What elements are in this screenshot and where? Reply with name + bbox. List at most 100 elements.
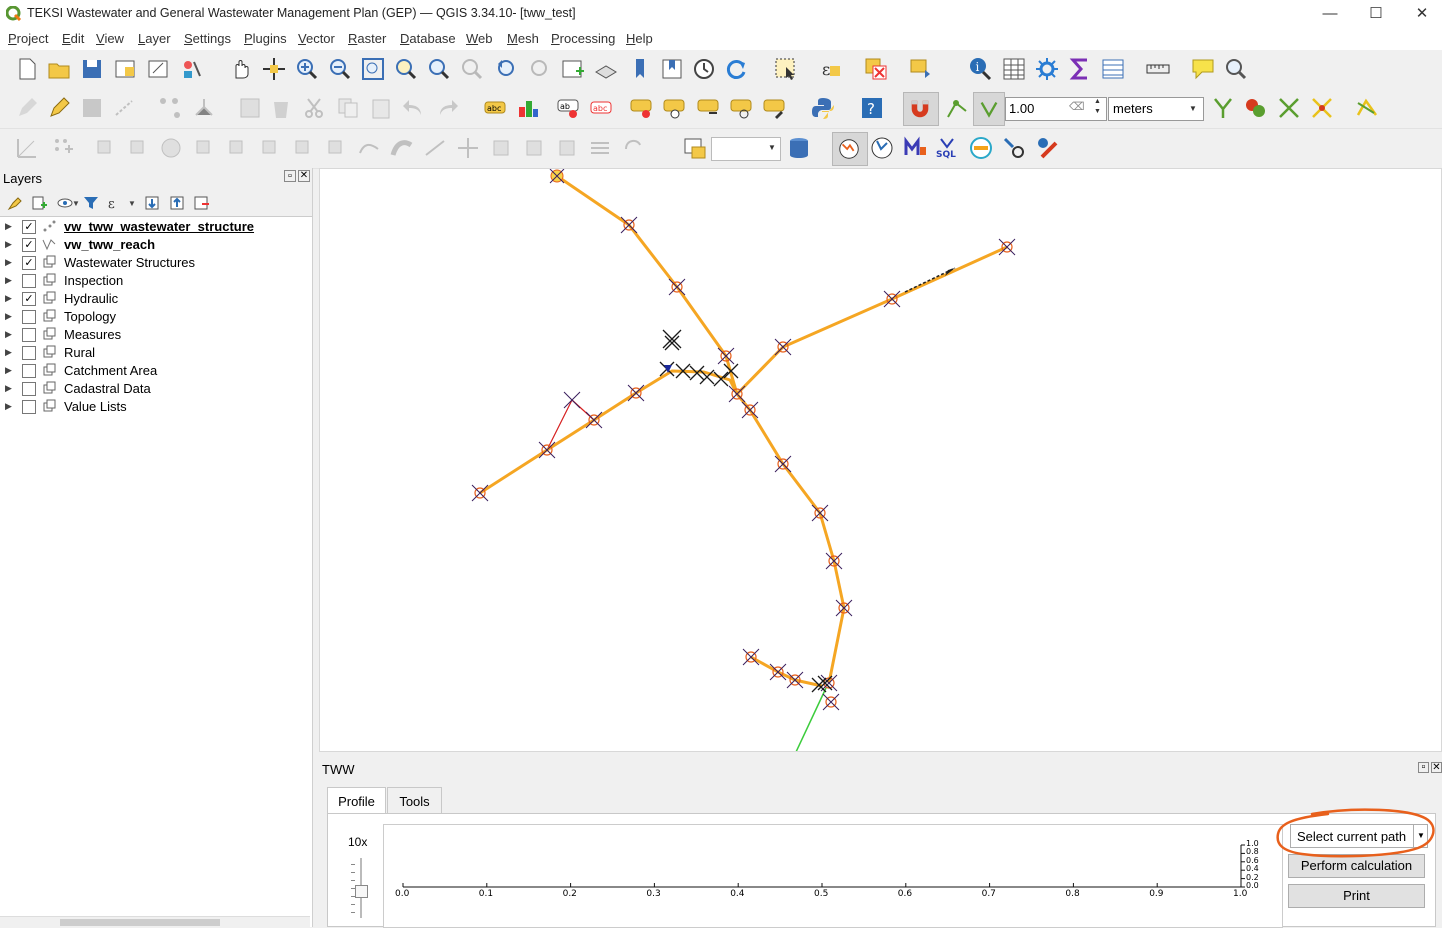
menu-plugins[interactable]: Plugins [244,31,287,46]
expand-arrow-icon[interactable]: ▶ [5,221,12,231]
group-visibility-checkbox[interactable]: ✓ [22,292,36,306]
menu-mesh[interactable]: Mesh [507,31,539,46]
open-attribute-table-icon[interactable] [1001,56,1027,82]
group-visibility-checkbox[interactable] [22,400,36,414]
scrollbar-thumb[interactable] [60,919,220,926]
show-bookmarks-icon[interactable] [659,56,685,82]
manhole-symbols[interactable] [474,219,1013,708]
temporal-controller-icon[interactable] [691,56,717,82]
layer-group-row[interactable]: ▶ Value Lists [0,398,312,416]
reverse-line-icon[interactable] [620,135,646,161]
split-parts-icon[interactable] [455,135,481,161]
rotate-point-symbols-icon[interactable] [554,135,580,161]
expand-arrow-icon[interactable]: ▶ [5,401,12,411]
reshape-features-icon[interactable] [356,135,382,161]
map-canvas[interactable] [319,168,1442,752]
diagram-options-icon[interactable] [515,95,541,121]
modify-attributes-icon[interactable] [192,95,218,121]
vertex-tool-icon[interactable] [157,95,183,121]
show-table-icon[interactable] [1100,56,1126,82]
label-toolbar-icon[interactable]: abc [482,95,508,121]
identify-features-icon[interactable]: i [967,56,993,82]
style-panel-icon[interactable] [6,194,24,212]
undo-icon[interactable] [401,95,427,121]
upstream-tool-icon[interactable] [902,135,928,161]
profile-tool-toggle[interactable] [832,132,868,166]
expand-arrow-icon[interactable]: ▶ [5,365,12,375]
locator-search-icon[interactable] [1223,56,1249,82]
pin-labels-icon[interactable]: ab [555,95,581,121]
merge-attributes-icon[interactable] [521,135,547,161]
add-feature-icon[interactable] [112,95,138,121]
highlight-pinned-labels-icon[interactable]: abc [588,95,614,121]
zoom-last-icon[interactable] [494,56,520,82]
snap-intersection-icon[interactable] [1242,95,1268,121]
fill-ring-icon[interactable] [257,135,283,161]
delete-selected-icon[interactable] [268,95,294,121]
layer-group-row[interactable]: ▶ ✓ Hydraulic [0,290,312,308]
split-features-icon[interactable] [422,135,448,161]
filter-expression-icon[interactable]: ε [106,194,124,212]
group-visibility-checkbox[interactable] [22,382,36,396]
scale-features-icon[interactable] [125,135,151,161]
save-edits-icon[interactable] [79,95,105,121]
new-map-view-icon[interactable] [560,56,586,82]
filter-legend-icon[interactable] [82,194,100,212]
layer-combo[interactable]: ▼ [711,137,781,161]
close-panel-icon[interactable]: ✕ [1431,762,1442,773]
zoom-in-icon[interactable] [294,56,320,82]
layer-group-row[interactable]: ▶ Inspection [0,272,312,290]
processing-toolbox-icon[interactable] [1034,56,1060,82]
statistical-summary-icon[interactable] [1067,56,1093,82]
print-button[interactable]: Print [1288,884,1425,908]
menu-database[interactable]: Database [400,31,456,46]
menu-project[interactable]: Project [8,31,49,46]
snap-tolerance-input[interactable]: 1.00 ⌫ ▲▼ [1005,97,1107,121]
structure-cluster[interactable] [659,329,739,387]
menu-vector[interactable]: Vector [298,31,335,46]
close-panel-icon[interactable]: ✕ [298,170,310,182]
layer-group-row[interactable]: ▶ Rural [0,344,312,362]
pan-to-selection-icon[interactable] [261,56,287,82]
menu-settings[interactable]: Settings [184,31,231,46]
group-visibility-checkbox[interactable] [22,328,36,342]
layout-manager-icon[interactable] [145,56,171,82]
manage-visibility-icon[interactable] [56,194,74,212]
expand-all-icon[interactable] [143,194,161,212]
menu-raster[interactable]: Raster [348,31,387,46]
expand-arrow-icon[interactable]: ▶ [5,311,12,321]
menu-edit[interactable]: Edit [62,31,85,46]
layer-group-row[interactable]: ▶ Cadastral Data [0,380,312,398]
zoom-next-icon[interactable] [527,56,553,82]
connect-wizard-icon[interactable] [968,135,994,161]
group-visibility-checkbox[interactable] [22,346,36,360]
zoom-to-layer-icon[interactable] [426,56,452,82]
group-visibility-checkbox[interactable] [22,364,36,378]
edit-attributes-icon[interactable] [237,95,263,121]
zoom-slider-handle[interactable] [355,885,368,898]
current-edits-icon[interactable] [14,95,40,121]
group-visibility-checkbox[interactable] [22,310,36,324]
delete-part-icon[interactable] [323,135,349,161]
cut-features-icon[interactable] [302,95,328,121]
self-snapping-icon[interactable] [1276,95,1302,121]
layer-group-row[interactable]: ▶ Catchment Area [0,362,312,380]
rotate-label-icon[interactable] [728,95,754,121]
save-project-icon[interactable] [79,56,105,82]
add-group-icon[interactable] [30,194,48,212]
group-visibility-checkbox[interactable]: ✓ [22,256,36,270]
deselect-features-icon[interactable] [863,56,889,82]
group-visibility-checkbox[interactable] [22,274,36,288]
float-panel-icon[interactable]: ▫ [1418,762,1429,773]
float-panel-icon[interactable]: ▫ [284,170,296,182]
minimize-button[interactable]: — [1322,5,1338,22]
snap-vertex-toggle[interactable] [973,92,1005,126]
pipe-network[interactable] [479,174,1008,688]
layer-visibility-checkbox[interactable]: ✓ [22,220,36,234]
layer-row[interactable]: ▶ ✓ vw_tww_wastewater_structure [0,218,312,236]
validity-check-icon[interactable] [1001,135,1027,161]
map-tips-icon[interactable] [1190,56,1216,82]
zoom-native-resolution-icon[interactable] [459,56,485,82]
wizard-icon[interactable] [1034,135,1060,161]
layer-group-row[interactable]: ▶ Topology [0,308,312,326]
